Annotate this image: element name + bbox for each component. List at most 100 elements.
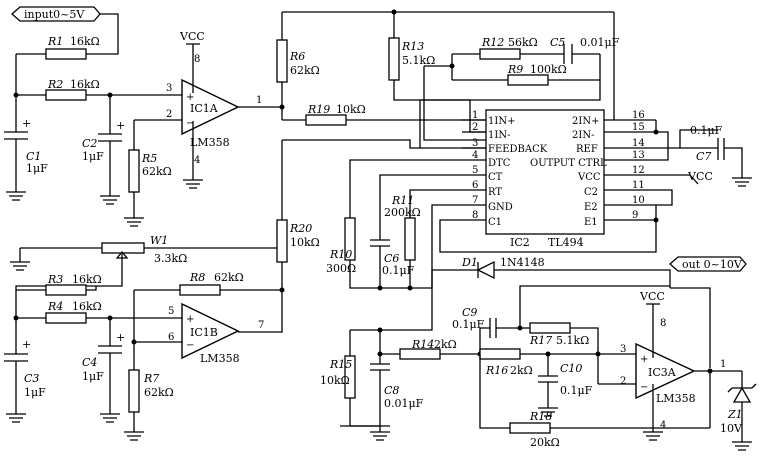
zener-z1: Z1 10V — [720, 371, 757, 436]
r10-name: R10 — [329, 248, 352, 261]
capacitor-c1: + C1 1μF — [4, 95, 48, 192]
r1-name: R1 — [47, 35, 63, 48]
resistor-r1: R1 16kΩ — [16, 35, 100, 60]
r3-value: 16kΩ — [72, 273, 102, 286]
r14-name: R14 — [411, 338, 434, 351]
resistor-r18: R18 20kΩ — [479, 354, 710, 449]
svg-text:4: 4 — [660, 420, 666, 431]
c6-name: C6 — [384, 252, 399, 265]
c7-value: 0.1μF — [690, 124, 723, 137]
w1-value: 3.3kΩ — [154, 252, 187, 265]
ic1b-name: IC1B — [190, 326, 218, 339]
capacitor-c5: C5 0.01μF — [550, 36, 620, 64]
ground-symbol — [643, 431, 663, 441]
svg-text:VCC: VCC — [639, 290, 665, 303]
w1-name: W1 — [150, 234, 168, 247]
svg-text:−: − — [186, 340, 194, 351]
svg-text:C2: C2 — [584, 187, 598, 198]
svg-text:+: + — [116, 119, 125, 132]
resistor-r8: R8 62kΩ — [134, 271, 282, 296]
c10-value: 0.1μF — [560, 384, 593, 397]
resistor-r20: R20 10kΩ — [276, 219, 320, 263]
ic1a-name: IC1A — [190, 102, 219, 115]
svg-text:DTC: DTC — [488, 158, 511, 169]
r7-name: R7 — [143, 372, 159, 385]
c6-value: 0.1μF — [382, 264, 415, 277]
ground-symbol — [732, 177, 752, 187]
c3-value: 1μF — [24, 386, 46, 399]
tl494-part: TL494 — [548, 236, 584, 249]
svg-text:3: 3 — [620, 344, 626, 355]
r15-name: R15 — [329, 358, 352, 371]
c5-name: C5 — [550, 36, 565, 49]
resistor-r16: R16 2kΩ — [479, 348, 548, 377]
tl494-chip: 1 1IN+ 2 1IN- 3 FEEDBACK 4 DTC 5 CT 6 RT… — [462, 109, 656, 249]
input-port-label: input0~5V — [24, 8, 85, 21]
c7-name: C7 — [696, 150, 711, 163]
ic3a-name: IC3A — [648, 366, 677, 379]
c9-name: C9 — [462, 306, 477, 319]
potentiometer-w1: W1 3.3kΩ — [20, 234, 282, 265]
vcc-supply-ic3a: VCC — [639, 290, 665, 358]
r2-value: 16kΩ — [70, 78, 100, 91]
r16-name: R16 — [485, 364, 508, 377]
svg-text:4: 4 — [472, 150, 478, 161]
c1-name: C1 — [26, 150, 41, 163]
capacitor-c6: C6 0.1μF — [370, 239, 415, 288]
r18-value: 20kΩ — [530, 436, 560, 449]
svg-text:1: 1 — [256, 95, 262, 106]
svg-text:2: 2 — [166, 109, 172, 120]
resistor-r7: R7 62kΩ — [128, 341, 182, 432]
r16-value: 2kΩ — [510, 364, 533, 377]
ground-symbol — [100, 195, 120, 205]
capacitor-c10: C10 0.1μF — [538, 354, 593, 408]
d1-name: D1 — [461, 256, 478, 269]
r2-name: R2 — [47, 78, 63, 91]
ground-symbol — [183, 179, 203, 189]
resistor-r6: R6 62kΩ — [276, 12, 320, 107]
svg-text:2: 2 — [472, 122, 478, 133]
r7-value: 62kΩ — [144, 386, 174, 399]
svg-text:E2: E2 — [584, 202, 598, 213]
svg-text:FEEDBACK: FEEDBACK — [488, 144, 548, 155]
svg-text:14: 14 — [632, 138, 645, 149]
r12-value: 56kΩ — [508, 36, 538, 49]
svg-text:+: + — [22, 117, 31, 130]
svg-text:+: + — [186, 92, 194, 103]
c9-value: 0.1μF — [452, 318, 485, 331]
ground-symbol — [10, 248, 30, 271]
c8-name: C8 — [384, 384, 399, 397]
svg-text:E1: E1 — [584, 217, 598, 228]
resistor-r4: R4 16kΩ — [16, 300, 182, 324]
ground-symbol — [732, 436, 752, 451]
op-amp-ic3a: + − IC3A LM358 3 2 1 8 4 — [620, 318, 726, 431]
svg-text:4: 4 — [194, 155, 200, 166]
r8-name: R8 — [189, 271, 205, 284]
r4-name: R4 — [47, 300, 63, 313]
svg-text:5: 5 — [472, 165, 478, 176]
svg-text:15: 15 — [632, 122, 645, 133]
r13-value: 5.1kΩ — [402, 54, 435, 67]
svg-text:GND: GND — [488, 202, 513, 213]
svg-text:10: 10 — [632, 195, 645, 206]
resistor-r3: R3 16kΩ — [16, 273, 102, 296]
svg-text:11: 11 — [632, 180, 645, 191]
c4-name: C4 — [82, 356, 97, 369]
svg-text:1: 1 — [472, 110, 478, 121]
svg-text:+: + — [640, 354, 648, 365]
resistor-r19: R19 10kΩ — [282, 103, 486, 126]
r15-value: 10kΩ — [320, 374, 350, 387]
tl494-name: IC2 — [510, 236, 530, 249]
ic3a-part: LM358 — [656, 392, 696, 405]
svg-text:12: 12 — [632, 165, 645, 176]
resistor-r10: R10 300Ω — [326, 217, 432, 289]
svg-text:1: 1 — [720, 359, 726, 370]
r17-value: 5.1kΩ — [556, 334, 589, 347]
input-port: input0~5V — [11, 6, 101, 22]
ground-symbol — [6, 413, 26, 423]
capacitor-c8: C8 0.01μF — [370, 363, 424, 426]
svg-text:C1: C1 — [488, 217, 502, 228]
resistor-r14: R14 2kΩ — [380, 338, 480, 360]
d1-part: 1N4148 — [500, 256, 545, 269]
vcc-supply-tl494: VCC — [656, 170, 713, 185]
